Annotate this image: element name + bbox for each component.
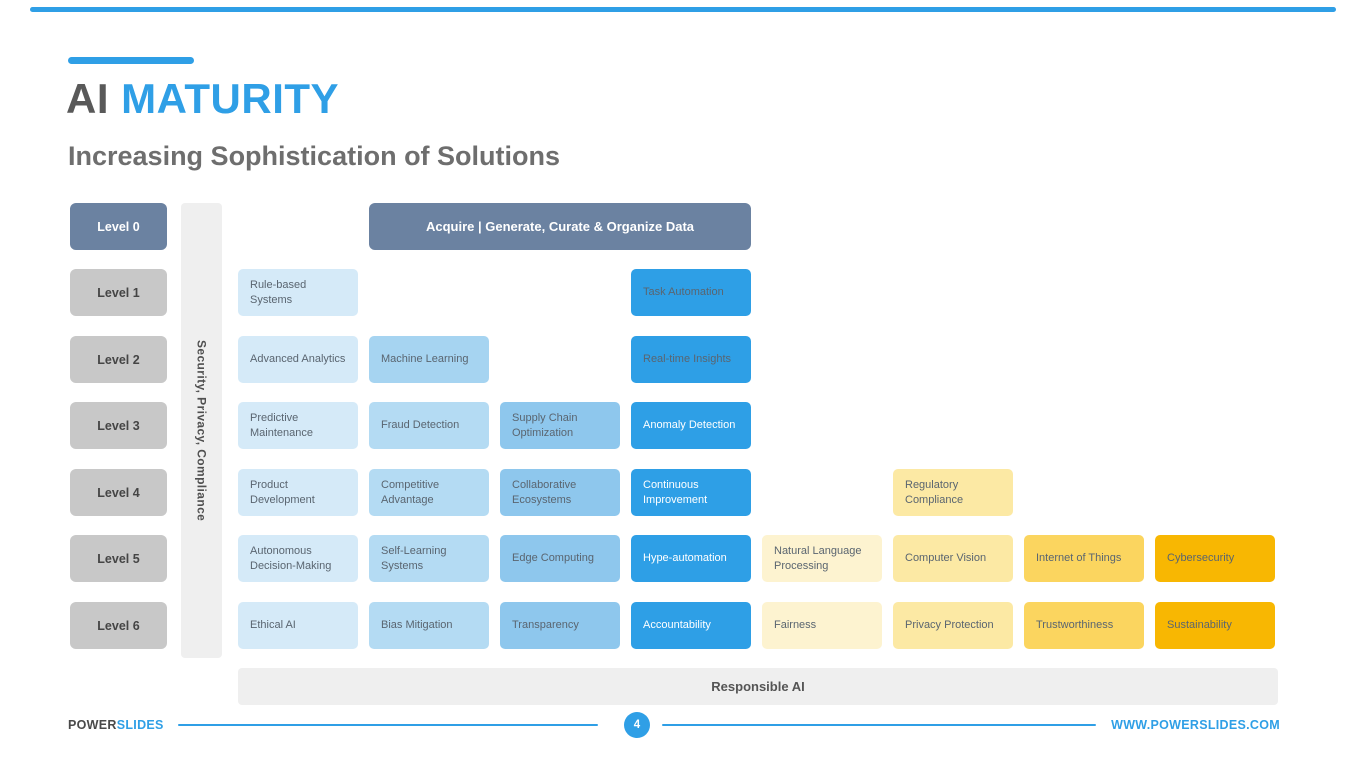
- cell-real-time-insights: Real-time Insights: [631, 336, 751, 383]
- cell-task-automation: Task Automation: [631, 269, 751, 316]
- cell-autonomous-decision-making: Autonomous Decision-Making: [238, 535, 358, 582]
- cell-supply-chain-optimization: Supply Chain Optimization: [500, 402, 620, 449]
- cell-advanced-analytics: Advanced Analytics: [238, 336, 358, 383]
- cell-accountability: Accountability: [631, 602, 751, 649]
- level-label-3: Level 3: [70, 402, 167, 449]
- cell-anomaly-detection: Anomaly Detection: [631, 402, 751, 449]
- cell-cybersecurity: Cybersecurity: [1155, 535, 1275, 582]
- cell-self-learning-systems: Self-Learning Systems: [369, 535, 489, 582]
- cell-ethical-ai: Ethical AI: [238, 602, 358, 649]
- footer-brand-prefix: POWER: [68, 718, 117, 732]
- level-label-2: Level 2: [70, 336, 167, 383]
- page-number-badge: 4: [624, 712, 650, 738]
- footer-divider-left: [178, 724, 598, 726]
- top-accent-bar: [30, 7, 1336, 12]
- cell-trustworthiness: Trustworthiness: [1024, 602, 1144, 649]
- cell-hype-automation: Hype-automation: [631, 535, 751, 582]
- cell-computer-vision: Computer Vision: [893, 535, 1013, 582]
- cell-continuous-improvement: Continuous Improvement: [631, 469, 751, 516]
- page-title-highlight: MATURITY: [121, 75, 340, 122]
- level-label-4: Level 4: [70, 469, 167, 516]
- page-title: AI MATURITY: [66, 75, 340, 122]
- level-label-5: Level 5: [70, 535, 167, 582]
- level-label-6: Level 6: [70, 602, 167, 649]
- responsible-ai-bar: Responsible AI: [238, 668, 1278, 705]
- cell-regulatory-compliance: Regulatory Compliance: [893, 469, 1013, 516]
- page-subtitle: Increasing Sophistication of Solutions: [68, 141, 561, 171]
- footer-website-link[interactable]: WWW.POWERSLIDES.COM: [1111, 718, 1280, 732]
- cell-machine-learning: Machine Learning: [369, 336, 489, 383]
- cell-collaborative-ecosystems: Collaborative Ecosystems: [500, 469, 620, 516]
- cell-competitive-advantage: Competitive Advantage: [369, 469, 489, 516]
- security-privacy-compliance-label: Security, Privacy, Compliance: [194, 339, 209, 522]
- cell-sustainability: Sustainability: [1155, 602, 1275, 649]
- cell-fraud-detection: Fraud Detection: [369, 402, 489, 449]
- cell-rule-based-systems: Rule-based Systems: [238, 269, 358, 316]
- level-label-1: Level 1: [70, 269, 167, 316]
- footer-brand-suffix: SLIDES: [116, 718, 164, 732]
- title-underline: [68, 57, 194, 64]
- cell-internet-of-things: Internet of Things: [1024, 535, 1144, 582]
- page-title-prefix: AI: [66, 75, 109, 122]
- cell-transparency: Transparency: [500, 602, 620, 649]
- cell-privacy-protection: Privacy Protection: [893, 602, 1013, 649]
- cell-product-development: Product Development: [238, 469, 358, 516]
- cell-fairness: Fairness: [762, 602, 882, 649]
- acquire-data-bar: Acquire | Generate, Curate & Organize Da…: [369, 203, 751, 250]
- cell-natural-language-processing: Natural Language Processing: [762, 535, 882, 582]
- cell-bias-mitigation: Bias Mitigation: [369, 602, 489, 649]
- footer-divider-right: [662, 724, 1096, 726]
- cell-predictive-maintenance: Predictive Maintenance: [238, 402, 358, 449]
- level-label-0: Level 0: [70, 203, 167, 250]
- security-privacy-compliance-bar: Security, Privacy, Compliance: [181, 203, 222, 658]
- footer-brand-logo: POWERSLIDES: [68, 718, 164, 732]
- cell-edge-computing: Edge Computing: [500, 535, 620, 582]
